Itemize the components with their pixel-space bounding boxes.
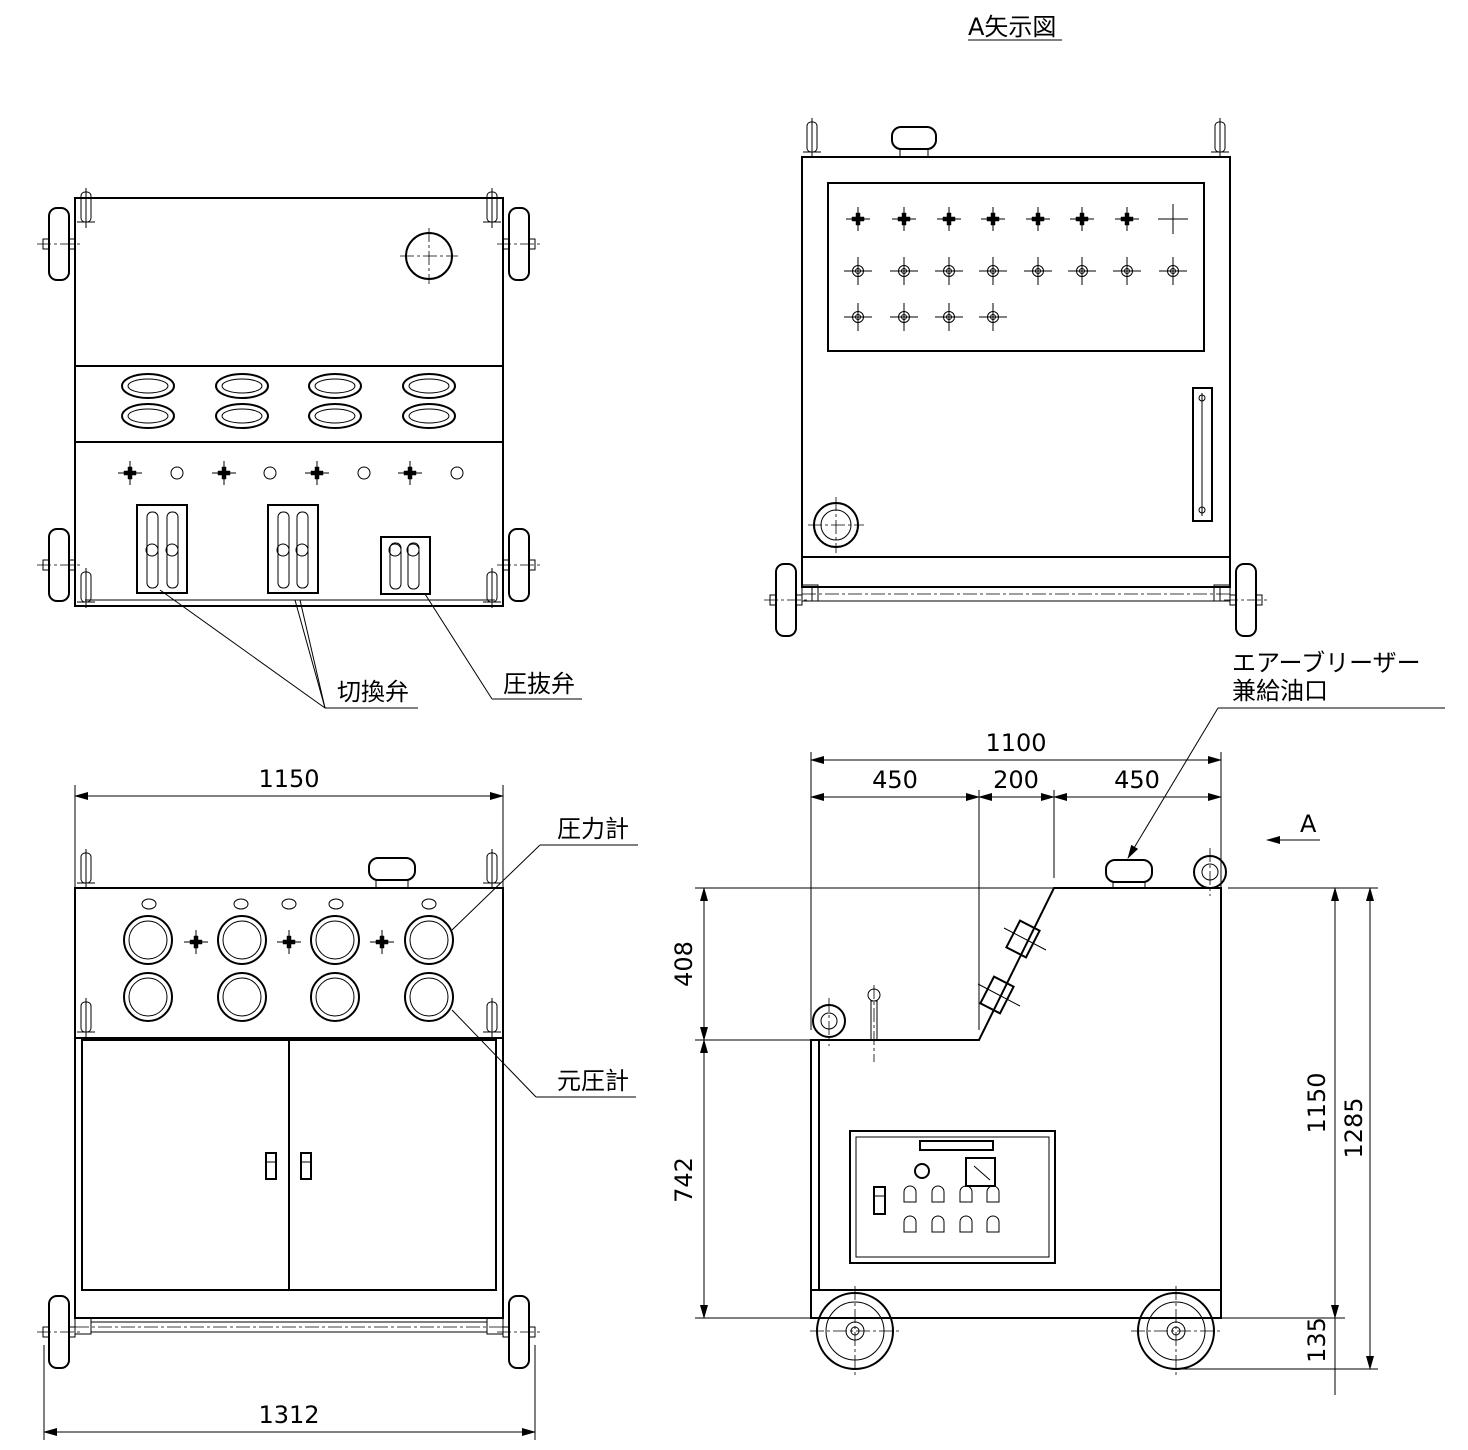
switch-valve-2 [267, 504, 319, 594]
a-view-level-gauge [1192, 387, 1213, 522]
dim-wheel-height: 135 [1303, 1317, 1331, 1363]
view-arrow-label: A [1300, 810, 1317, 838]
relief-valve [380, 536, 431, 595]
side-body-outline [810, 887, 1222, 1291]
air-breather-label-2: 兼給油口 [1232, 677, 1328, 705]
dim-side-mid: 200 [993, 766, 1039, 794]
pressure-gauge-label: 圧力計 [557, 815, 629, 843]
view-title: A矢示図 [968, 13, 1056, 41]
a-view-drain [808, 497, 864, 553]
switch-valve-1 [136, 504, 188, 594]
side-wheel-left [810, 1286, 900, 1376]
side-lifting-eye-left [812, 998, 846, 1046]
source-pressure-gauge-label: 元圧計 [557, 1067, 629, 1095]
dim-side-right: 450 [1114, 766, 1160, 794]
dim-wheel-base-width: 1312 [258, 1401, 319, 1429]
side-slope-fittings [977, 919, 1047, 1015]
air-breather-label-1: エアーブリーザー [1232, 649, 1421, 677]
dim-side-total: 1100 [985, 729, 1046, 757]
side-lifting-eye-right [1193, 848, 1227, 896]
side-vent-pipe [867, 985, 881, 1062]
front-gauges [123, 915, 454, 1022]
top-gauge-row [121, 373, 456, 429]
control-panel [849, 1130, 1056, 1264]
a-view-breather-cap [891, 126, 937, 158]
side-view: 1100 450 200 450 A [670, 649, 1445, 1395]
front-breather-cap [368, 857, 416, 889]
a-arrow-view: A矢示図 [763, 13, 1269, 637]
front-view: 1150 [36, 765, 638, 1440]
dim-total-height: 1285 [1340, 1097, 1368, 1158]
dim-side-left: 450 [872, 766, 918, 794]
a-view-panel [827, 182, 1205, 352]
side-wheel-right [1131, 1286, 1221, 1376]
relief-valve-label: 圧抜弁 [503, 670, 575, 698]
dim-upper-height: 408 [670, 941, 698, 987]
dim-body-height: 1150 [1303, 1072, 1331, 1133]
dim-front-width: 1150 [258, 765, 319, 793]
side-breather-cap [1105, 859, 1153, 889]
dim-lower-height: 742 [670, 1157, 698, 1203]
top-view: 切換弁 圧抜弁 [36, 187, 582, 709]
switch-valve-label: 切換弁 [337, 678, 409, 706]
